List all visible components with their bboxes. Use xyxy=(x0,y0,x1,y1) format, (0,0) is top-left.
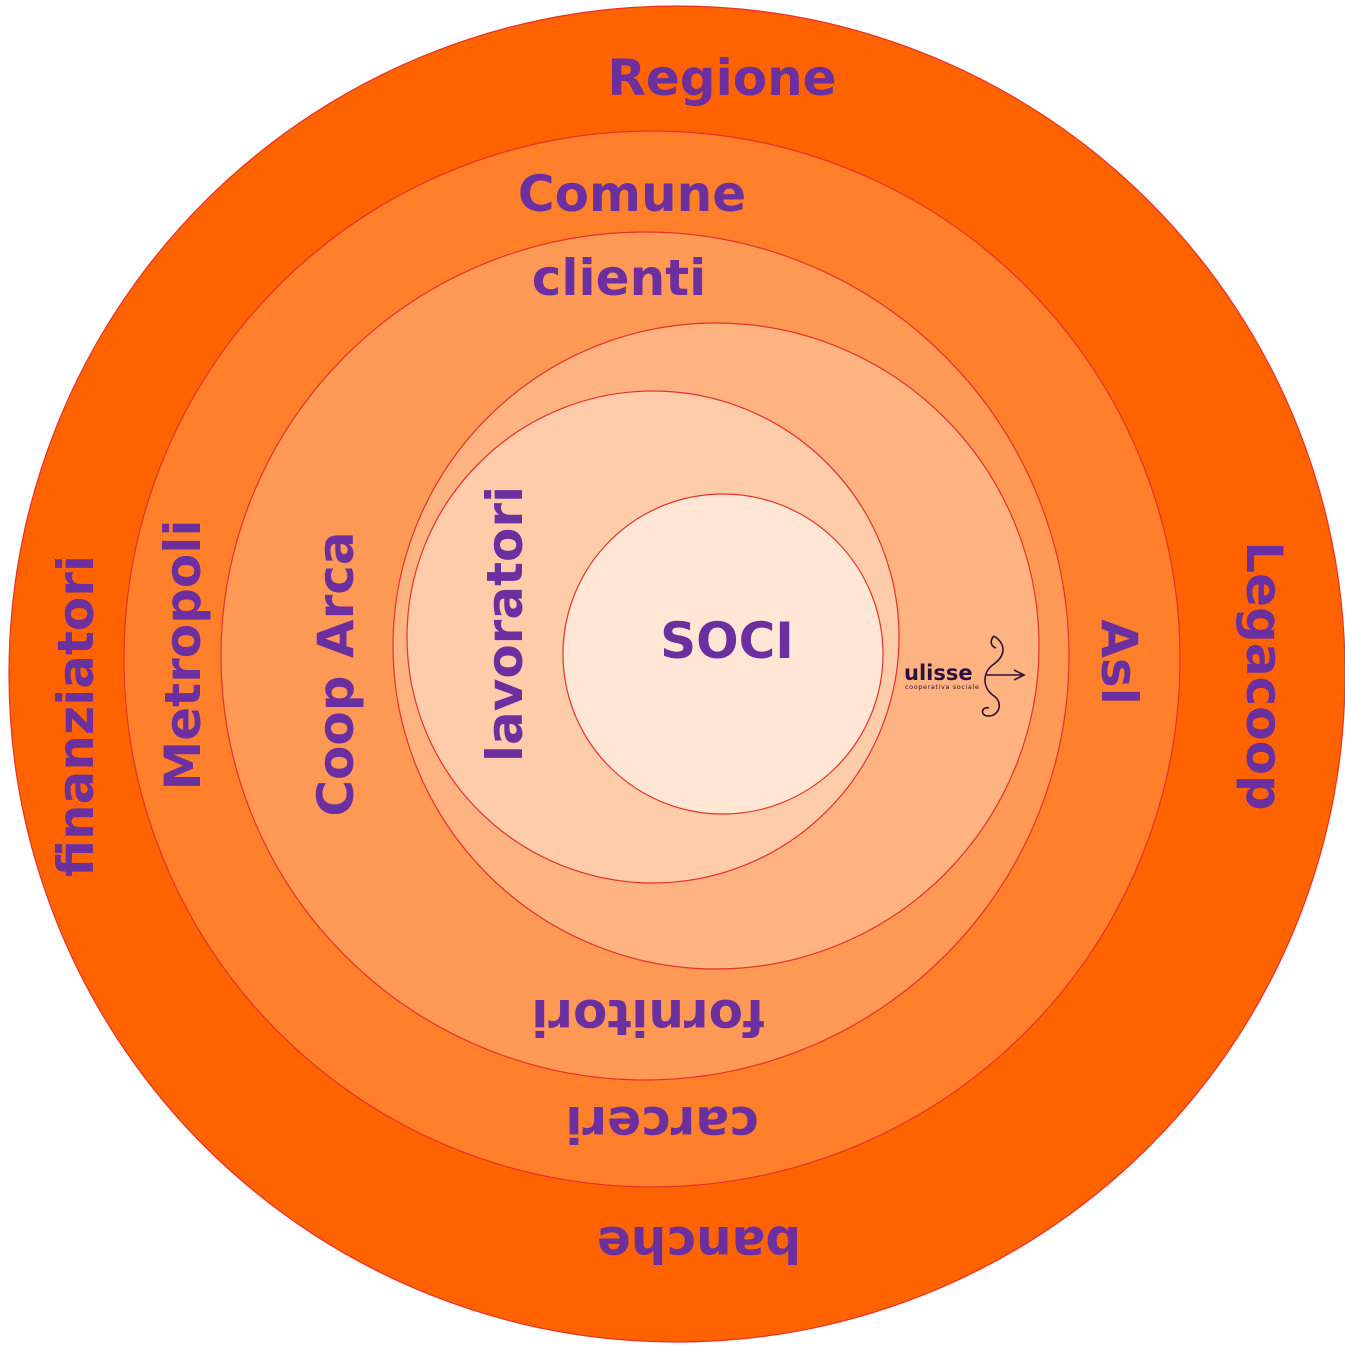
logo-wordmark: ulisse xyxy=(904,661,973,685)
label-comune: Comune xyxy=(518,165,746,223)
label-metropoli: Metropoli xyxy=(154,520,212,791)
bow-arrow-icon xyxy=(981,635,1026,717)
label-regione: Regione xyxy=(607,49,836,107)
ring-soci xyxy=(562,493,884,815)
label-asl: Asl xyxy=(1090,619,1148,705)
label-carceri: carceri xyxy=(565,1095,758,1153)
label-legacoop: Legacoop xyxy=(1235,541,1293,810)
label-lavoratori: lavoratori xyxy=(476,486,534,762)
label-finanziatori: finanziatori xyxy=(47,555,105,877)
label-banche: banche xyxy=(597,1215,801,1273)
label-coop-arca: Coop Arca xyxy=(307,531,365,816)
label-soci: SOCI xyxy=(660,612,794,670)
ulisse-logo: ulisse cooperativa sociale xyxy=(904,635,1026,717)
label-clienti: clienti xyxy=(532,249,706,307)
logo-subtitle: cooperativa sociale xyxy=(905,683,980,691)
label-fornitori: fornitori xyxy=(531,988,765,1046)
